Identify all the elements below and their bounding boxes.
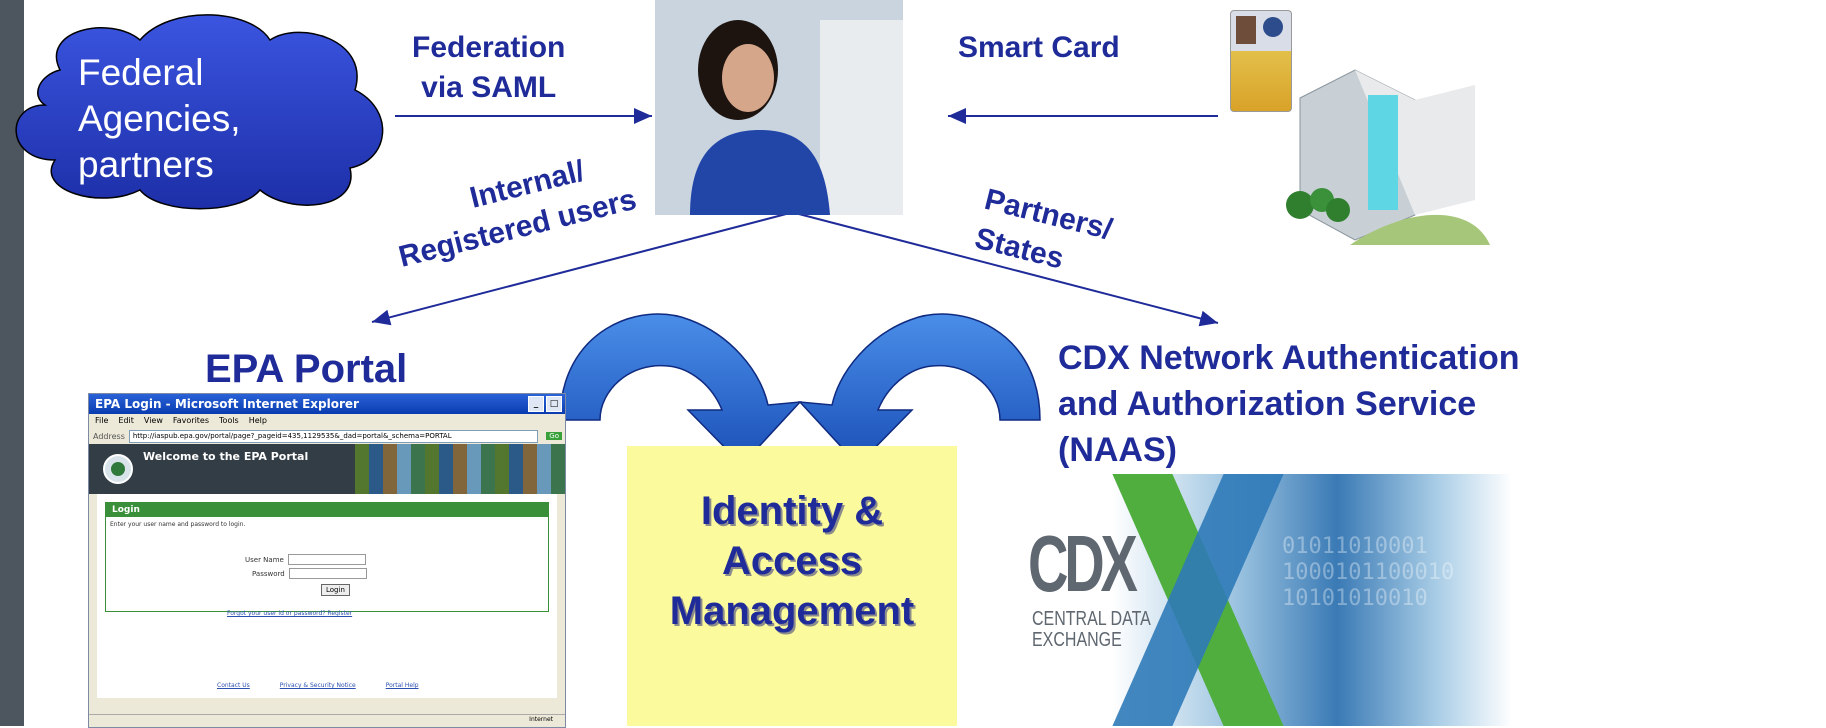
left-curved-arrow <box>559 313 802 467</box>
cdx-service-line-2: and Authorization Service <box>1058 385 1477 423</box>
forgot-password-link[interactable]: Forgot your user id or password? <box>227 610 326 617</box>
browser-title-bar: EPA Login - Microsoft Internet Explorer … <box>89 394 565 414</box>
identity-access-management-box: Identity & Access Management <box>627 446 957 726</box>
browser-title: EPA Login - Microsoft Internet Explorer <box>95 397 359 411</box>
address-label: Address <box>93 431 125 441</box>
browser-menu-bar: File Edit View Favorites Tools Help <box>89 414 565 428</box>
federation-line-2: via SAML <box>421 71 557 104</box>
menu-file[interactable]: File <box>95 416 109 425</box>
user-name-label: User Name <box>245 555 284 564</box>
user-name-row: User Name <box>245 554 366 565</box>
register-link[interactable]: Register <box>327 610 353 617</box>
federation-label: Federation via SAML <box>412 28 565 108</box>
minimize-icon[interactable]: _ <box>528 396 544 412</box>
user-name-input[interactable] <box>287 554 366 565</box>
login-button[interactable]: Login <box>321 584 350 596</box>
forgot-links: Forgot your user id or password? Registe… <box>227 610 352 617</box>
url-field[interactable]: http://iaspub.epa.gov/portal/page?_pagei… <box>128 429 539 443</box>
partners-arrow <box>794 212 1219 327</box>
menu-help[interactable]: Help <box>248 416 267 425</box>
idm-text: Identity & Access Management <box>627 486 957 636</box>
maximize-icon[interactable]: □ <box>546 396 562 412</box>
password-input[interactable] <box>288 568 367 579</box>
menu-tools[interactable]: Tools <box>219 416 239 425</box>
go-button[interactable]: Go <box>546 432 562 440</box>
portal-help-link[interactable]: Portal Help <box>385 682 419 689</box>
card-seal <box>1263 17 1283 37</box>
cloud-line-2: Agencies, <box>78 98 241 139</box>
menu-view[interactable]: View <box>143 416 163 425</box>
cdx-service-line-1: CDX Network Authentication <box>1058 339 1520 377</box>
cdx-wordmark: CDX <box>1028 519 1138 608</box>
federation-line-1: Federation <box>412 31 566 64</box>
address-bar: Address http://iaspub.epa.gov/portal/pag… <box>89 428 565 444</box>
building-icon <box>1286 69 1490 245</box>
epa-portal-screenshot: EPA Login - Microsoft Internet Explorer … <box>88 393 566 728</box>
cdx-sub-line-2: EXCHANGE <box>1032 629 1122 651</box>
binary-line-2: 1000101100010 <box>1282 560 1455 585</box>
smart-card-label: Smart Card <box>958 31 1120 64</box>
cloud-line-1: Federal <box>78 52 204 93</box>
password-label: Password <box>252 569 285 578</box>
federal-agencies-label: Federal Agencies, partners <box>78 50 241 188</box>
cdx-sub-line-1: CENTRAL DATA <box>1032 608 1151 630</box>
password-row: Password <box>252 568 367 579</box>
login-panel: Login Enter your user name and password … <box>105 502 549 612</box>
login-header: Login <box>106 503 548 517</box>
internal-users-arrow <box>371 212 791 326</box>
privacy-link[interactable]: Privacy & Security Notice <box>279 682 356 689</box>
status-bar: Internet <box>89 714 565 727</box>
window-controls: _ □ <box>528 396 562 412</box>
help-desk-operator-image <box>655 0 903 215</box>
cdx-service-label: CDX Network Authentication and Authoriza… <box>1058 335 1520 473</box>
cdx-service-line-3: (NAAS) <box>1058 431 1177 469</box>
portal-banner: Welcome to the EPA Portal <box>89 444 565 494</box>
federal-agencies-cloud <box>15 14 384 210</box>
banner-photo-mosaic <box>355 444 565 494</box>
cdx-logo-image: 01011010001 1000101100010 10101010010 CD… <box>1012 474 1512 726</box>
cdx-subtitle: CENTRAL DATA EXCHANGE <box>1032 609 1151 651</box>
footer-links: Contact Us Privacy & Security Notice Por… <box>217 682 419 689</box>
smart-card-image <box>1230 10 1292 112</box>
right-curved-arrow <box>798 313 1041 467</box>
epa-seal-icon <box>103 454 133 484</box>
internet-zone: Internet <box>529 716 553 723</box>
idm-line-1: Identity & <box>700 489 884 533</box>
portal-content: Login Enter your user name and password … <box>97 494 557 698</box>
binary-line-3: 10101010010 <box>1282 586 1428 611</box>
idm-line-3: Management <box>669 589 915 633</box>
contact-us-link[interactable]: Contact Us <box>217 682 250 689</box>
login-hint: Enter your user name and password to log… <box>110 521 246 528</box>
card-photo <box>1236 16 1256 44</box>
cdx-binary-pattern: 01011010001 1000101100010 10101010010 <box>1282 534 1454 612</box>
welcome-heading: Welcome to the EPA Portal <box>143 450 309 463</box>
epa-portal-label: EPA Portal <box>205 347 408 391</box>
idm-line-2: Access <box>721 539 863 583</box>
cdx-x-graphic <box>1112 474 1284 726</box>
binary-line-1: 01011010001 <box>1282 534 1428 559</box>
menu-favorites[interactable]: Favorites <box>172 416 210 425</box>
cloud-line-3: partners <box>78 144 214 185</box>
menu-edit[interactable]: Edit <box>118 416 134 425</box>
